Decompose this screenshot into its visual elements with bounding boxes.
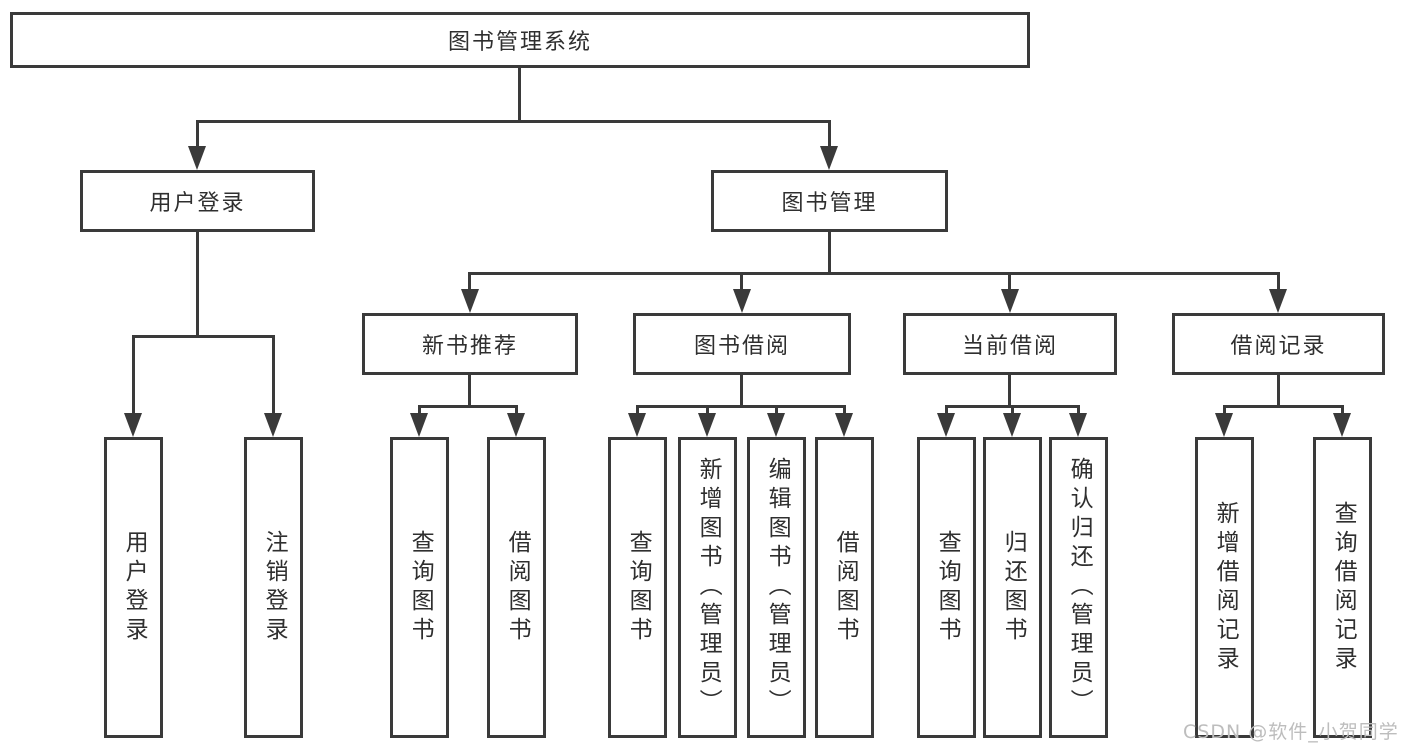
connector-line: [515, 405, 518, 413]
leaf-add-books-admin: 新增图书（管理员）: [678, 437, 737, 738]
node-current-borrow: 当前借阅: [903, 313, 1117, 375]
arrowhead-down-icon: [264, 413, 282, 437]
leaf-add-borrow-record: 新增借阅记录: [1195, 437, 1254, 738]
connector-line: [1008, 272, 1011, 289]
connector-line: [945, 405, 948, 413]
connector-line: [468, 272, 1280, 275]
node-borrow-records: 借阅记录: [1172, 313, 1385, 375]
connector-line: [468, 375, 471, 405]
connector-line: [740, 272, 743, 289]
arrowhead-down-icon: [1269, 289, 1287, 313]
connector-line: [1341, 405, 1344, 413]
arrowhead-down-icon: [1333, 413, 1351, 437]
leaf-query-books-borrow: 查询图书: [608, 437, 667, 738]
arrowhead-down-icon: [820, 146, 838, 170]
connector-line: [1277, 272, 1280, 289]
leaf-logout: 注销登录: [244, 437, 303, 738]
leaf-query-books-current: 查询图书: [917, 437, 976, 738]
arrowhead-down-icon: [937, 413, 955, 437]
connector-line: [740, 375, 743, 405]
leaf-query-borrow-record: 查询借阅记录: [1313, 437, 1372, 738]
connector-line: [706, 405, 709, 413]
arrowhead-down-icon: [507, 413, 525, 437]
leaf-label: 新增借阅记录: [1212, 500, 1239, 675]
connector-line: [518, 68, 521, 120]
leaf-label: 查询图书: [625, 529, 652, 646]
leaf-label: 新增图书（管理员）: [695, 457, 722, 718]
arrowhead-down-icon: [767, 413, 785, 437]
arrowhead-down-icon: [733, 289, 751, 313]
csdn-watermark: CSDN @软件_小贺同学: [1183, 721, 1399, 743]
leaf-label: 借阅图书: [832, 529, 859, 646]
connector-line: [1077, 405, 1080, 413]
connector-line: [418, 405, 421, 413]
leaf-return-books: 归还图书: [983, 437, 1042, 738]
leaf-borrow-books: 借阅图书: [815, 437, 874, 738]
leaf-label: 编辑图书（管理员）: [764, 457, 791, 718]
connector-line: [1223, 405, 1226, 413]
connector-line: [196, 120, 199, 146]
arrowhead-down-icon: [1001, 289, 1019, 313]
connector-line: [1008, 375, 1011, 405]
connector-line: [418, 405, 518, 408]
connector-line: [196, 232, 199, 335]
leaf-borrow-books-recommend: 借阅图书: [487, 437, 546, 738]
leaf-label: 查询图书: [407, 529, 434, 646]
node-new-book-recommend: 新书推荐: [362, 313, 578, 375]
leaf-user-login: 用户登录: [104, 437, 163, 738]
arrowhead-down-icon: [698, 413, 716, 437]
connector-line: [775, 405, 778, 413]
arrowhead-down-icon: [628, 413, 646, 437]
connector-line: [196, 120, 831, 123]
arrowhead-down-icon: [1069, 413, 1087, 437]
connector-line: [132, 335, 275, 338]
connector-line: [272, 335, 275, 413]
arrowhead-down-icon: [410, 413, 428, 437]
connector-line: [1011, 405, 1014, 413]
node-book-management: 图书管理: [711, 170, 948, 232]
connector-line: [132, 335, 135, 413]
node-library-management-system: 图书管理系统: [10, 12, 1030, 68]
leaf-label: 注销登录: [261, 529, 288, 646]
arrowhead-down-icon: [1003, 413, 1021, 437]
leaf-label: 查询图书: [934, 529, 961, 646]
connector-line: [636, 405, 846, 408]
connector-line: [1223, 405, 1344, 408]
connector-line: [828, 232, 831, 272]
leaf-confirm-return-admin: 确认归还（管理员）: [1049, 437, 1108, 738]
leaf-label: 查询借阅记录: [1330, 500, 1357, 675]
connector-line: [468, 272, 471, 289]
connector-line: [828, 120, 831, 146]
arrowhead-down-icon: [124, 413, 142, 437]
leaf-label: 归还图书: [1000, 529, 1027, 646]
node-user-login: 用户登录: [80, 170, 315, 232]
arrowhead-down-icon: [188, 146, 206, 170]
node-book-borrow: 图书借阅: [633, 313, 851, 375]
connector-line: [636, 405, 639, 413]
connector-line: [1277, 375, 1280, 405]
leaf-label: 借阅图书: [504, 529, 531, 646]
leaf-label: 用户登录: [121, 529, 148, 646]
leaf-query-books-recommend: 查询图书: [390, 437, 449, 738]
connector-line: [843, 405, 846, 413]
arrowhead-down-icon: [461, 289, 479, 313]
arrowhead-down-icon: [835, 413, 853, 437]
leaf-label: 确认归还（管理员）: [1066, 457, 1093, 718]
arrowhead-down-icon: [1215, 413, 1233, 437]
leaf-edit-books-admin: 编辑图书（管理员）: [747, 437, 806, 738]
